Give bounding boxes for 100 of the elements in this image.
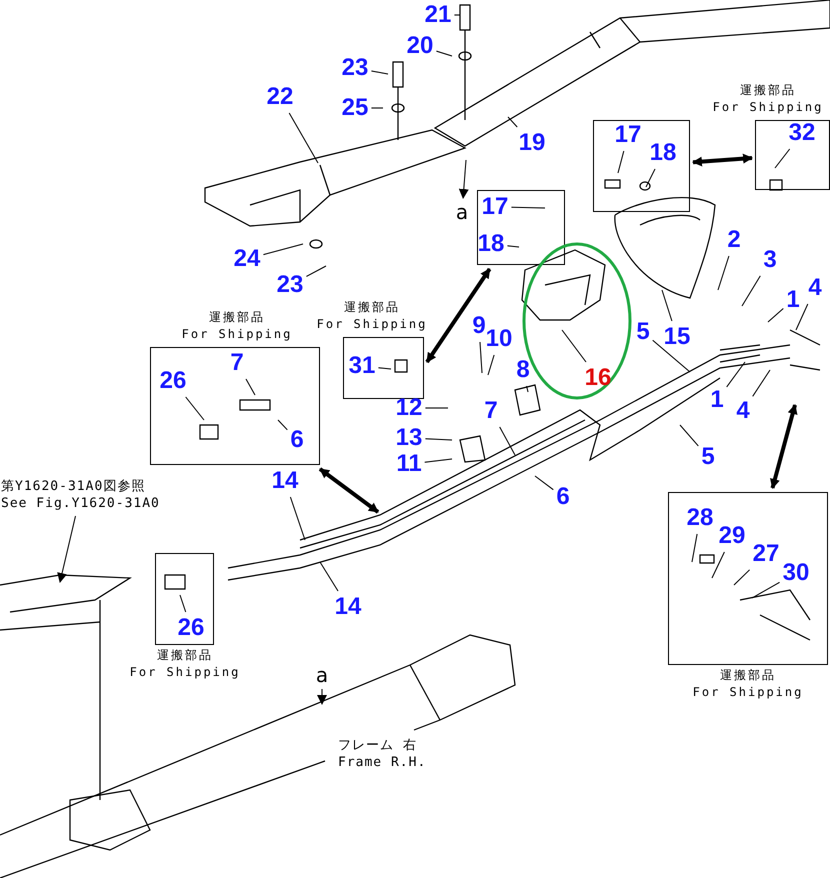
- leader-line: [652, 340, 690, 372]
- callout-number: 13: [396, 426, 422, 450]
- double-arrow: [425, 268, 492, 364]
- callout-number: 10: [486, 327, 512, 351]
- callout-number: 30: [782, 561, 810, 585]
- leader-line: [726, 362, 746, 388]
- caption-text: For Shipping: [181, 326, 293, 343]
- callout-number: 32: [788, 121, 816, 145]
- callout-number: 5: [701, 445, 715, 469]
- leader-line: [306, 266, 326, 277]
- note-text: Frame R.H.: [338, 754, 426, 771]
- callout-number: 21: [424, 3, 452, 27]
- callout-number: 28: [686, 506, 714, 530]
- callout-number: 14: [334, 595, 362, 619]
- leader-line: [180, 594, 186, 612]
- callout-number: 7: [230, 351, 244, 375]
- leader-line: [185, 396, 204, 420]
- callout-number: 2: [727, 228, 741, 252]
- leader-line: [796, 304, 808, 330]
- leader-line: [618, 150, 624, 174]
- callout-number: 18: [650, 141, 676, 165]
- leader-line: [534, 476, 554, 490]
- leader-line: [742, 275, 761, 306]
- leader-line: [480, 342, 482, 374]
- leader-line: [424, 438, 452, 440]
- leader-line: [718, 256, 730, 290]
- callout-number: 5: [636, 320, 650, 344]
- callout-number: 8: [516, 358, 530, 382]
- leader-line: [562, 330, 586, 362]
- callout-number: 6: [290, 428, 304, 452]
- note-text: フレーム 右: [338, 737, 417, 754]
- leader-line: [680, 424, 699, 446]
- callout-number: 11: [396, 452, 422, 476]
- caption-text: 運搬部品: [156, 647, 214, 664]
- callout-number: 16: [584, 366, 612, 390]
- leader-line: [424, 458, 452, 463]
- callout-number: 7: [484, 399, 498, 423]
- callout-number: 20: [406, 34, 434, 58]
- callout-number: 31: [348, 354, 376, 378]
- caption-text: 運搬部品: [343, 299, 401, 316]
- callout-number: 17: [614, 123, 642, 147]
- leader-line: [288, 112, 318, 164]
- double-arrow: [318, 467, 380, 514]
- leader-line: [752, 370, 770, 397]
- note-text: 第Y1620-31A0図参照: [1, 478, 146, 495]
- leader-line: [662, 290, 672, 322]
- leader-line: [526, 386, 528, 392]
- leader-line: [768, 308, 784, 322]
- arrow: [317, 688, 327, 705]
- leader-line: [508, 116, 518, 128]
- view-label: a: [456, 202, 468, 222]
- callout-number: 26: [178, 616, 204, 640]
- leader-line: [734, 569, 750, 586]
- leader-line: [320, 562, 338, 592]
- callout-number: 9: [472, 314, 486, 338]
- callout-number: 26: [160, 369, 186, 393]
- callout-number: 1: [786, 288, 800, 312]
- caption-text: For Shipping: [129, 664, 241, 681]
- caption-text: For Shipping: [692, 684, 804, 701]
- callout-number: 25: [342, 96, 368, 120]
- leader-line: [499, 426, 516, 456]
- leader-line: [510, 206, 546, 208]
- leader-line: [646, 168, 656, 188]
- callout-number: 23: [276, 273, 304, 297]
- callout-number: 12: [396, 396, 422, 420]
- callout-number: 15: [664, 325, 690, 349]
- callout-number: 1: [710, 388, 724, 412]
- callout-number: 24: [234, 247, 260, 271]
- callout-number: 4: [808, 276, 822, 300]
- view-label: a: [316, 665, 328, 685]
- double-arrow: [770, 404, 798, 489]
- leader-line: [712, 552, 725, 578]
- callout-number: 23: [342, 56, 368, 80]
- leader-line: [488, 354, 495, 376]
- leader-line: [378, 367, 392, 370]
- callout-number: 4: [736, 399, 750, 423]
- leader-line: [774, 148, 790, 168]
- leader-line: [454, 14, 460, 16]
- callout-number: 19: [518, 131, 546, 155]
- leader-line: [692, 534, 698, 562]
- note-text: See Fig.Y1620-31A0: [1, 495, 160, 512]
- leader-line: [436, 50, 452, 56]
- leader-line: [278, 420, 288, 430]
- callout-number: 27: [752, 542, 780, 566]
- callout-number: 22: [266, 85, 294, 109]
- caption-text: 運搬部品: [208, 309, 266, 326]
- caption-text: 運搬部品: [739, 82, 797, 99]
- caption-text: For Shipping: [316, 316, 428, 333]
- callout-number: 18: [478, 232, 504, 256]
- callout-number: 29: [718, 524, 746, 548]
- caption-text: 運搬部品: [719, 667, 777, 684]
- double-arrow: [692, 154, 753, 167]
- leader-line: [290, 496, 306, 540]
- leader-line: [752, 582, 780, 598]
- callout-number: 17: [482, 195, 508, 219]
- leader-line: [262, 244, 304, 256]
- callout-number: 14: [272, 469, 298, 493]
- callout-number: 6: [556, 485, 570, 509]
- caption-text: For Shipping: [712, 99, 824, 116]
- callout-number: 3: [763, 248, 777, 272]
